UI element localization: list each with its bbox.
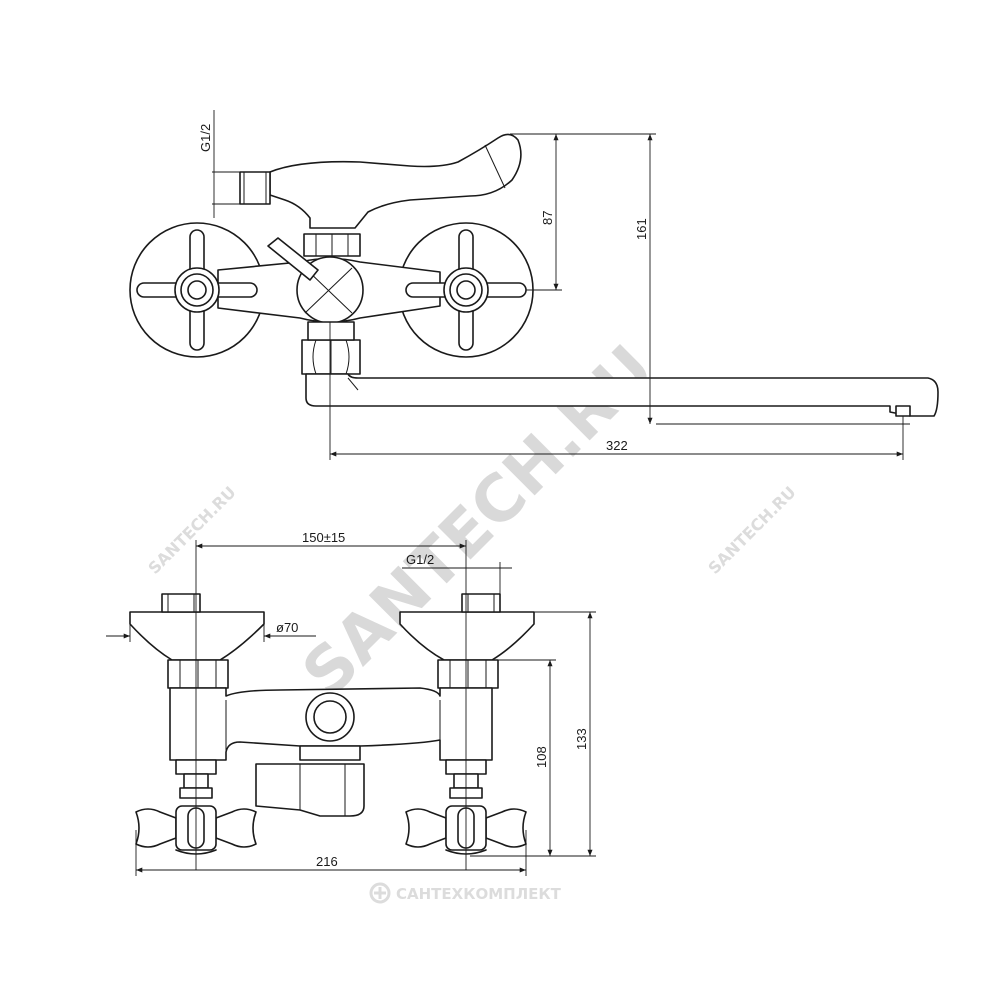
watermark-footer-logo (369, 882, 391, 904)
right-handle-plan (405, 805, 527, 855)
dim-length-322: 322 (606, 438, 628, 453)
dim-height-108: 108 (534, 746, 549, 768)
left-cross-handle (136, 229, 258, 351)
dim-thread-top: G1/2 (198, 124, 213, 152)
dim-spacing: 150±15 (302, 530, 345, 545)
right-cross-handle (405, 229, 527, 351)
dim-width-216: 216 (316, 854, 338, 869)
dim-height-161: 161 (634, 218, 649, 240)
front-view (129, 133, 939, 417)
plan-view-dimensions: 150±15 G1/2 ø70 133 108 216 (106, 530, 596, 876)
left-flange-bowl (129, 611, 265, 661)
dim-thread-side: G1/2 (406, 552, 434, 567)
dim-height-133: 133 (574, 728, 589, 750)
watermark-small-right: SANTECH.RU (704, 483, 799, 578)
neck-collar (307, 321, 355, 341)
long-spout (305, 373, 939, 417)
dim-diameter: ø70 (276, 620, 298, 635)
left-inlet-stub (161, 593, 201, 613)
aerator (895, 405, 911, 417)
diverter-lever (267, 237, 319, 281)
plan-diverter-core (313, 700, 347, 734)
watermark-small-left: SANTECH.RU (144, 483, 239, 578)
handle-crease (484, 144, 506, 189)
plan-spout-outlet (299, 745, 361, 761)
watermark-footer: САНТЕХКОМПЛЕКТ (396, 885, 562, 903)
plan-spout-body (255, 763, 365, 817)
right-flange-bowl (399, 611, 535, 661)
spout-neck (269, 133, 522, 229)
dim-height-87: 87 (540, 211, 555, 225)
front-view-dimensions: G1/2 87 161 322 (198, 110, 910, 460)
right-inlet-stub (461, 593, 501, 613)
inlet-tube-top (239, 171, 271, 205)
